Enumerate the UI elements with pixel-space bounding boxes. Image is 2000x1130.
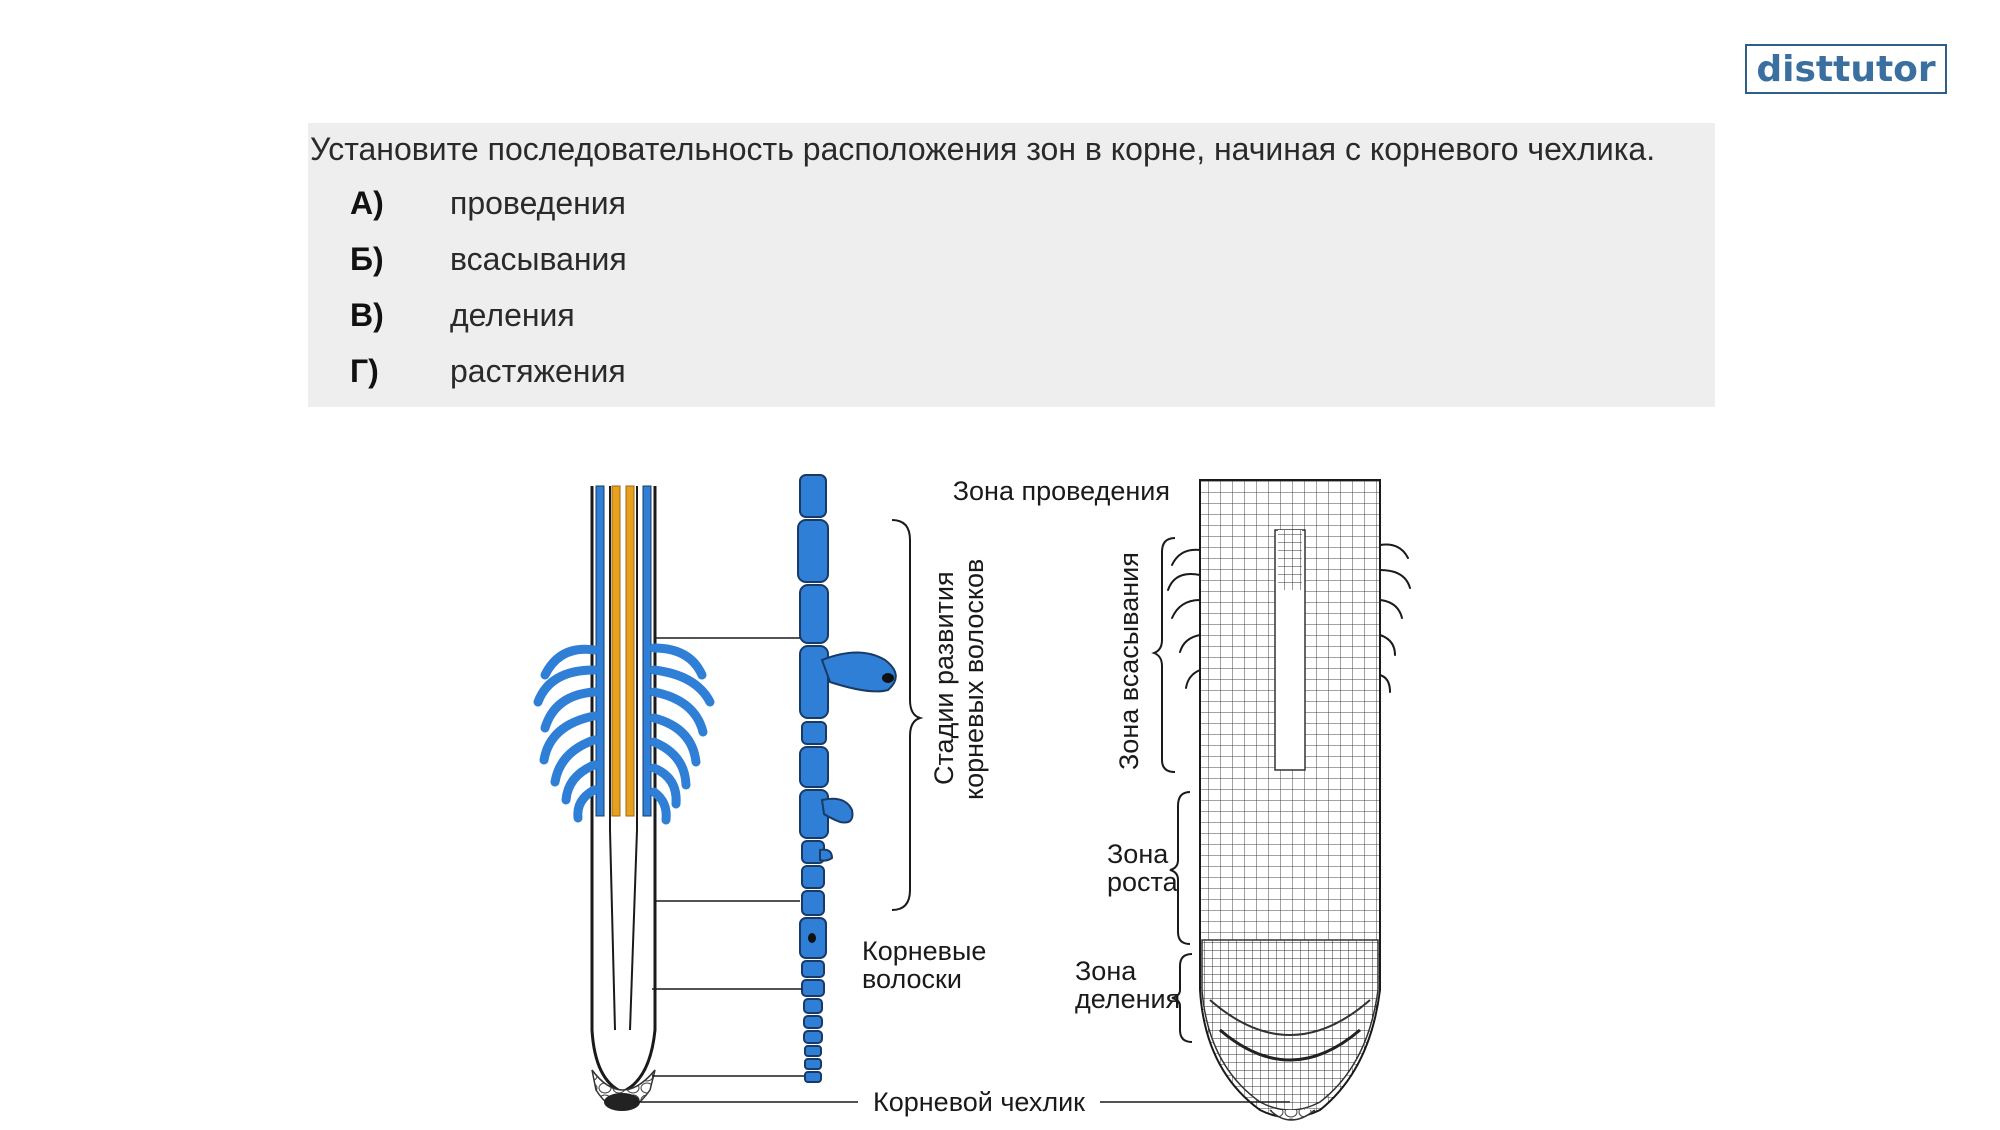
division-zone-brace	[1171, 953, 1193, 1043]
growth-zone-label-line2: роста	[1107, 867, 1179, 897]
option-letter: Б)	[350, 240, 384, 277]
absorption-zone-brace	[1151, 537, 1176, 773]
hair-stages-label-line2: корневых волосков	[959, 559, 989, 800]
root-hairs-label-line1: Корневые	[862, 936, 986, 966]
connector-lines	[652, 637, 804, 1077]
option-label: проведения	[450, 184, 626, 221]
option-d: Г) растяжения	[350, 351, 626, 391]
root-zones-figure: Стадии развития корневых волосков Корнев…	[500, 470, 1460, 1130]
growth-zone-brace	[1169, 791, 1191, 945]
absorption-zone-label: Зона всасывания	[1114, 552, 1144, 770]
conduction-zone-label: Зона проведения	[953, 476, 1170, 506]
right-root-cell-drawing	[1167, 479, 1411, 1121]
hair-stages-label-line1: Стадии развития	[929, 571, 959, 785]
disttutor-logo-mark: disttutor	[1756, 49, 1936, 90]
option-letter: В)	[350, 296, 384, 333]
growth-zone-label-line1: Зона	[1107, 839, 1169, 869]
option-a: А) проведения	[350, 183, 626, 223]
option-c: В) деления	[350, 295, 575, 335]
option-letter: Г)	[350, 352, 379, 389]
logo-wordmark: disttutor	[1756, 49, 1936, 90]
left-root-drawing	[533, 485, 715, 1111]
division-zone-label-line2: деления	[1075, 984, 1180, 1014]
option-letter: А)	[350, 184, 384, 221]
disttutor-logo[interactable]: disttutor	[1745, 44, 1947, 94]
hair-stages-brace	[891, 519, 924, 911]
root-cap-label: Корневой чехлик	[873, 1087, 1085, 1117]
question-block: Установите последовательность расположен…	[308, 123, 1715, 407]
option-label: растяжения	[450, 352, 626, 389]
option-b: Б) всасывания	[350, 239, 627, 279]
question-text: Установите последовательность расположен…	[310, 131, 1656, 167]
root-zones-illustration: Стадии развития корневых волосков Корнев…	[533, 474, 1411, 1121]
root-hairs-label-line2: волоски	[862, 964, 962, 994]
division-zone-label-line1: Зона	[1075, 956, 1137, 986]
root-hair-stages-drawing	[797, 474, 897, 1083]
option-label: деления	[450, 296, 575, 333]
option-label: всасывания	[450, 240, 627, 277]
